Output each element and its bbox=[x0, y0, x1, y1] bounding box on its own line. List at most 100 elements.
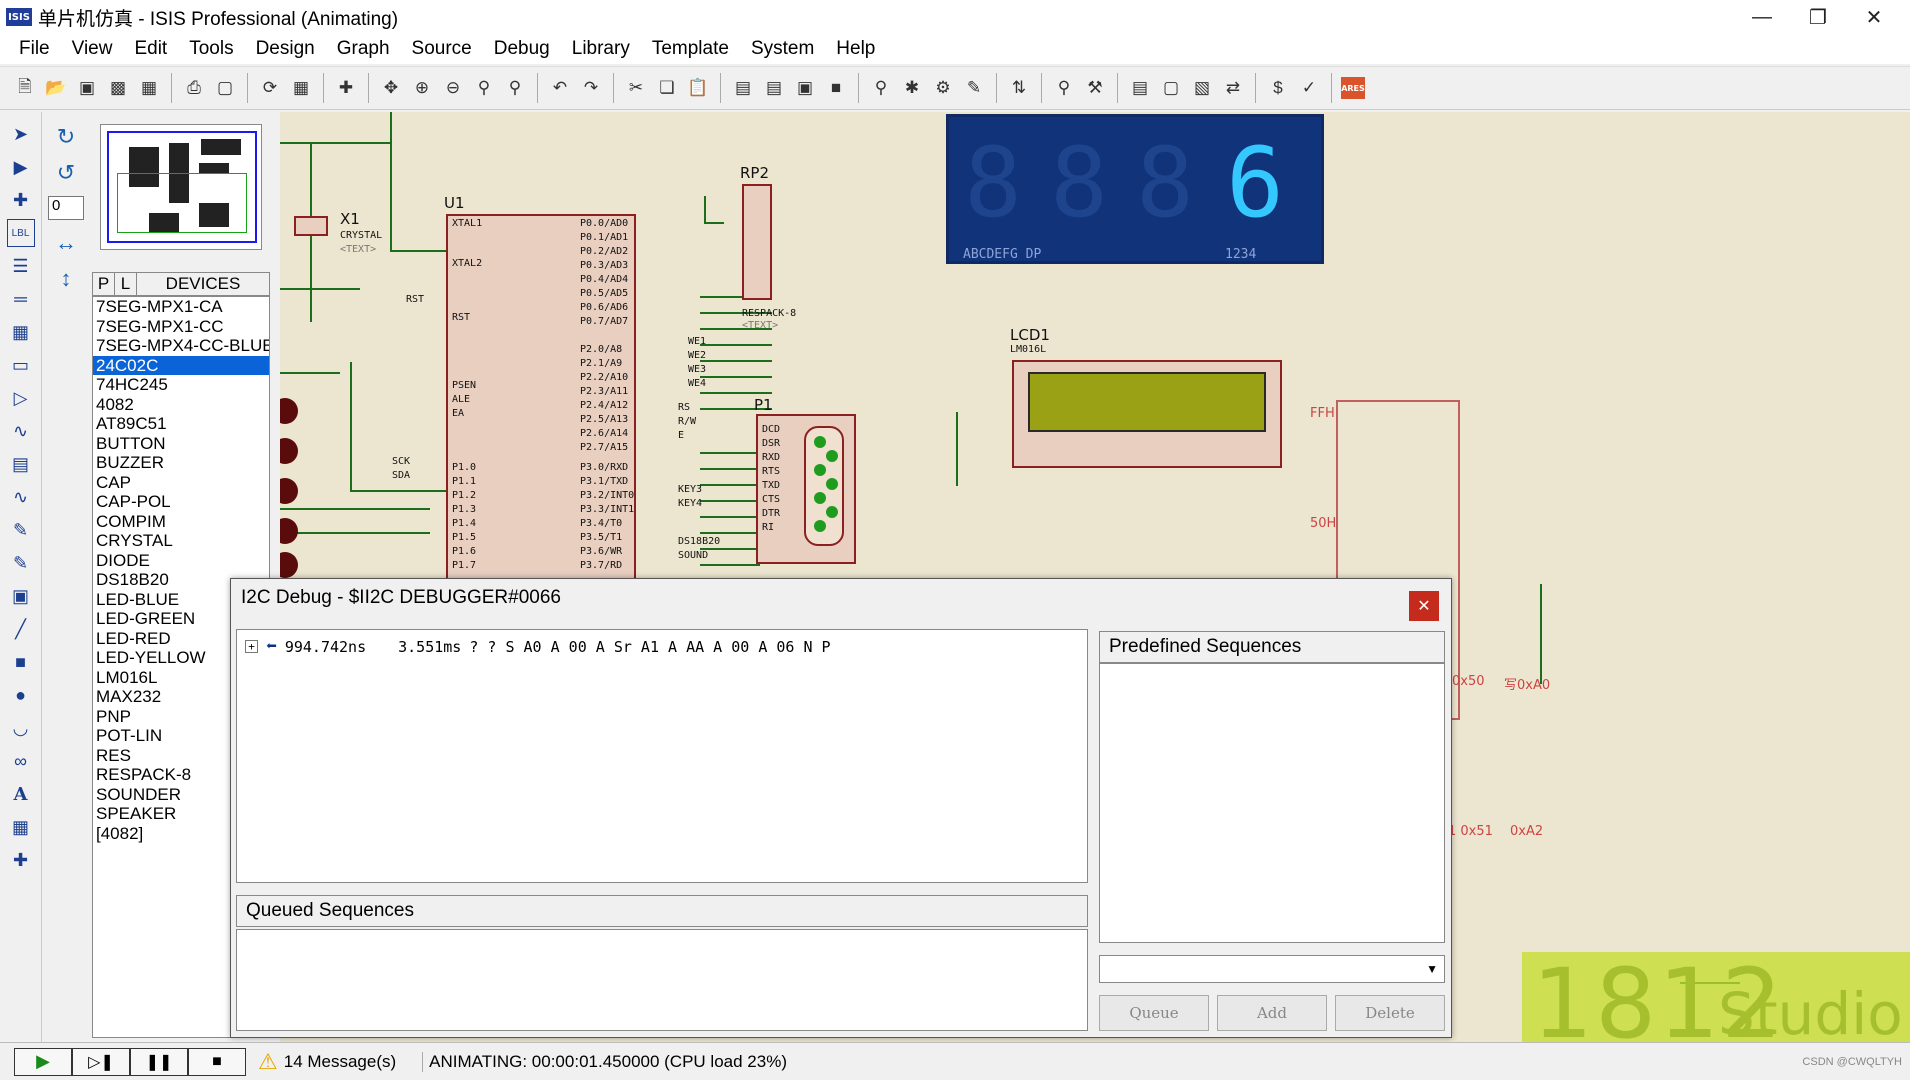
voltage-probe-icon[interactable]: ✎ bbox=[12, 519, 29, 540]
menu-view[interactable]: View bbox=[71, 38, 113, 59]
menu-system[interactable]: System bbox=[750, 38, 815, 59]
new-sheet-icon[interactable]: ▤ bbox=[1131, 78, 1149, 97]
paste-icon[interactable]: 📋 bbox=[687, 78, 709, 97]
stop-button[interactable]: ■ bbox=[188, 1047, 246, 1076]
selection-mode-icon[interactable]: ➤ bbox=[12, 123, 29, 144]
device-item[interactable]: PNP bbox=[96, 706, 131, 726]
exit-to-parent-icon[interactable]: ▧ bbox=[1193, 78, 1211, 97]
tape-recorder-icon[interactable]: ▤ bbox=[11, 453, 29, 474]
restore-button[interactable]: ❐ bbox=[1790, 0, 1846, 34]
box-tool-icon[interactable]: ■ bbox=[15, 651, 26, 672]
device-item[interactable]: RESPACK-8 bbox=[96, 765, 192, 784]
seven-segment-display[interactable]: 8 8 8 6 ABCDEFG DP 1234 bbox=[946, 114, 1324, 264]
block-copy-icon[interactable]: ▤ bbox=[734, 78, 752, 97]
device-item[interactable]: CAP bbox=[96, 472, 131, 492]
device-item[interactable]: DS18B20 bbox=[96, 570, 169, 589]
device-item[interactable]: SOUNDER bbox=[96, 784, 182, 804]
print-icon[interactable]: ⎙ bbox=[187, 78, 201, 97]
device-pins-icon[interactable]: ▷ bbox=[13, 387, 28, 408]
delete-button[interactable]: Delete bbox=[1335, 995, 1445, 1031]
predefined-sequences-list[interactable] bbox=[1099, 663, 1445, 943]
device-item[interactable]: BUTTON bbox=[96, 433, 166, 453]
device-item[interactable]: COMPIM bbox=[96, 511, 166, 531]
path-tool-icon[interactable]: ∞ bbox=[14, 750, 27, 771]
copy-icon[interactable]: ❏ bbox=[659, 78, 675, 97]
minimize-button[interactable]: — bbox=[1734, 0, 1790, 34]
pick-device-icon[interactable]: ⚲ bbox=[874, 78, 888, 97]
device-item[interactable]: RES bbox=[96, 745, 131, 765]
device-item[interactable]: 7SEG-MPX1-CA bbox=[96, 297, 223, 316]
text-tool-icon[interactable]: A bbox=[13, 783, 28, 805]
device-item[interactable]: 4082 bbox=[96, 394, 134, 414]
pick-devices-tab[interactable]: P bbox=[93, 273, 115, 295]
close-button[interactable]: ✕ bbox=[1846, 0, 1902, 34]
i2c-transaction-log[interactable]: + ⬅ 994.742ns 3.551ms ? ? S A0 A 00 A Sr… bbox=[236, 629, 1088, 883]
generator-icon[interactable]: ∿ bbox=[12, 486, 29, 507]
rp2-resistor-pack[interactable] bbox=[742, 184, 772, 300]
device-item[interactable]: POT-LIN bbox=[96, 726, 163, 745]
library-manager-tab[interactable]: L bbox=[115, 273, 137, 295]
menu-help[interactable]: Help bbox=[836, 38, 876, 59]
menu-library[interactable]: Library bbox=[571, 38, 630, 59]
mirror-y-icon[interactable]: ↕ bbox=[60, 266, 72, 291]
menu-tools[interactable]: Tools bbox=[189, 38, 234, 59]
virtual-instruments-icon[interactable]: ▣ bbox=[11, 585, 29, 606]
zoom-out-icon[interactable]: ⊖ bbox=[445, 78, 461, 97]
zoom-all-icon[interactable]: ⚲ bbox=[477, 78, 491, 97]
rotation-angle-field[interactable]: 0 bbox=[48, 196, 84, 220]
junction-dot-icon[interactable]: ✚ bbox=[12, 189, 29, 210]
pause-button[interactable]: ❚❚ bbox=[130, 1047, 188, 1076]
menu-graph[interactable]: Graph bbox=[336, 38, 390, 59]
rotate-clockwise-icon[interactable]: ↻ bbox=[56, 124, 76, 149]
search-tag-icon[interactable]: ⚲ bbox=[1057, 78, 1071, 97]
p1-serial-connector[interactable]: DCD DSR RXD RTS TXD CTS DTR RI bbox=[756, 414, 856, 564]
device-item[interactable]: LED-BLUE bbox=[96, 589, 180, 609]
property-assign-icon[interactable]: ⚒ bbox=[1087, 78, 1103, 97]
block-delete-icon[interactable]: ■ bbox=[830, 78, 842, 97]
graph-mode-icon[interactable]: ∿ bbox=[12, 420, 29, 441]
export-icon[interactable]: ▦ bbox=[140, 78, 158, 97]
device-item[interactable]: 74HC245 bbox=[96, 375, 168, 394]
circle-tool-icon[interactable]: ● bbox=[15, 684, 26, 705]
zoom-to-child-icon[interactable]: ⇄ bbox=[1225, 78, 1241, 97]
symbol-tool-icon[interactable]: ▦ bbox=[11, 816, 29, 837]
menu-edit[interactable]: Edit bbox=[134, 38, 168, 59]
open-folder-icon[interactable]: 📂 bbox=[45, 78, 67, 97]
marker-tool-icon[interactable]: ✚ bbox=[12, 849, 29, 870]
save-icon[interactable]: ▣ bbox=[78, 78, 96, 97]
origin-icon[interactable]: ✚ bbox=[338, 78, 354, 97]
mirror-x-icon[interactable]: ↔ bbox=[55, 230, 77, 255]
step-button[interactable]: ▷❚ bbox=[72, 1047, 130, 1076]
menu-debug[interactable]: Debug bbox=[493, 38, 550, 59]
component-mode-icon[interactable]: ▶ bbox=[13, 156, 28, 177]
text-script-icon[interactable]: ☰ bbox=[12, 255, 29, 276]
redo-icon[interactable]: ↷ bbox=[583, 78, 599, 97]
print-area-icon[interactable]: ▢ bbox=[216, 78, 234, 97]
device-item[interactable]: SPEAKER bbox=[96, 804, 177, 823]
decompose-icon[interactable]: ✎ bbox=[966, 78, 982, 97]
device-item[interactable]: 7SEG-MPX4-CC-BLUE bbox=[96, 336, 270, 355]
grid-icon[interactable]: ▦ bbox=[292, 78, 310, 97]
wire-autorouter-icon[interactable]: ⇅ bbox=[1011, 78, 1027, 97]
zoom-in-icon[interactable]: ⊕ bbox=[414, 78, 430, 97]
device-item[interactable]: LED-RED bbox=[96, 628, 171, 648]
menu-design[interactable]: Design bbox=[255, 38, 315, 59]
overview-window[interactable] bbox=[100, 124, 262, 250]
cut-icon[interactable]: ✂ bbox=[628, 78, 644, 97]
wire-label-icon[interactable]: LBL bbox=[6, 219, 35, 247]
device-item[interactable]: BUZZER bbox=[96, 453, 164, 472]
line-tool-icon[interactable]: ╱ bbox=[15, 618, 26, 639]
arc-tool-icon[interactable]: ◡ bbox=[12, 717, 29, 738]
device-item[interactable]: MAX232 bbox=[96, 687, 162, 706]
make-device-icon[interactable]: ✱ bbox=[904, 78, 920, 97]
block-move-icon[interactable]: ▤ bbox=[765, 78, 783, 97]
add-button[interactable]: Add bbox=[1217, 995, 1327, 1031]
remove-sheet-icon[interactable]: ▢ bbox=[1162, 78, 1180, 97]
device-item[interactable]: LED-GREEN bbox=[96, 609, 196, 628]
lcd-module[interactable] bbox=[1012, 360, 1282, 468]
menu-template[interactable]: Template bbox=[651, 38, 729, 59]
subcircuit-icon[interactable]: ▦ bbox=[11, 321, 29, 342]
device-item[interactable]: CRYSTAL bbox=[96, 531, 173, 550]
device-item[interactable]: LM016L bbox=[96, 667, 158, 687]
current-probe-icon[interactable]: ✎ bbox=[12, 552, 29, 573]
